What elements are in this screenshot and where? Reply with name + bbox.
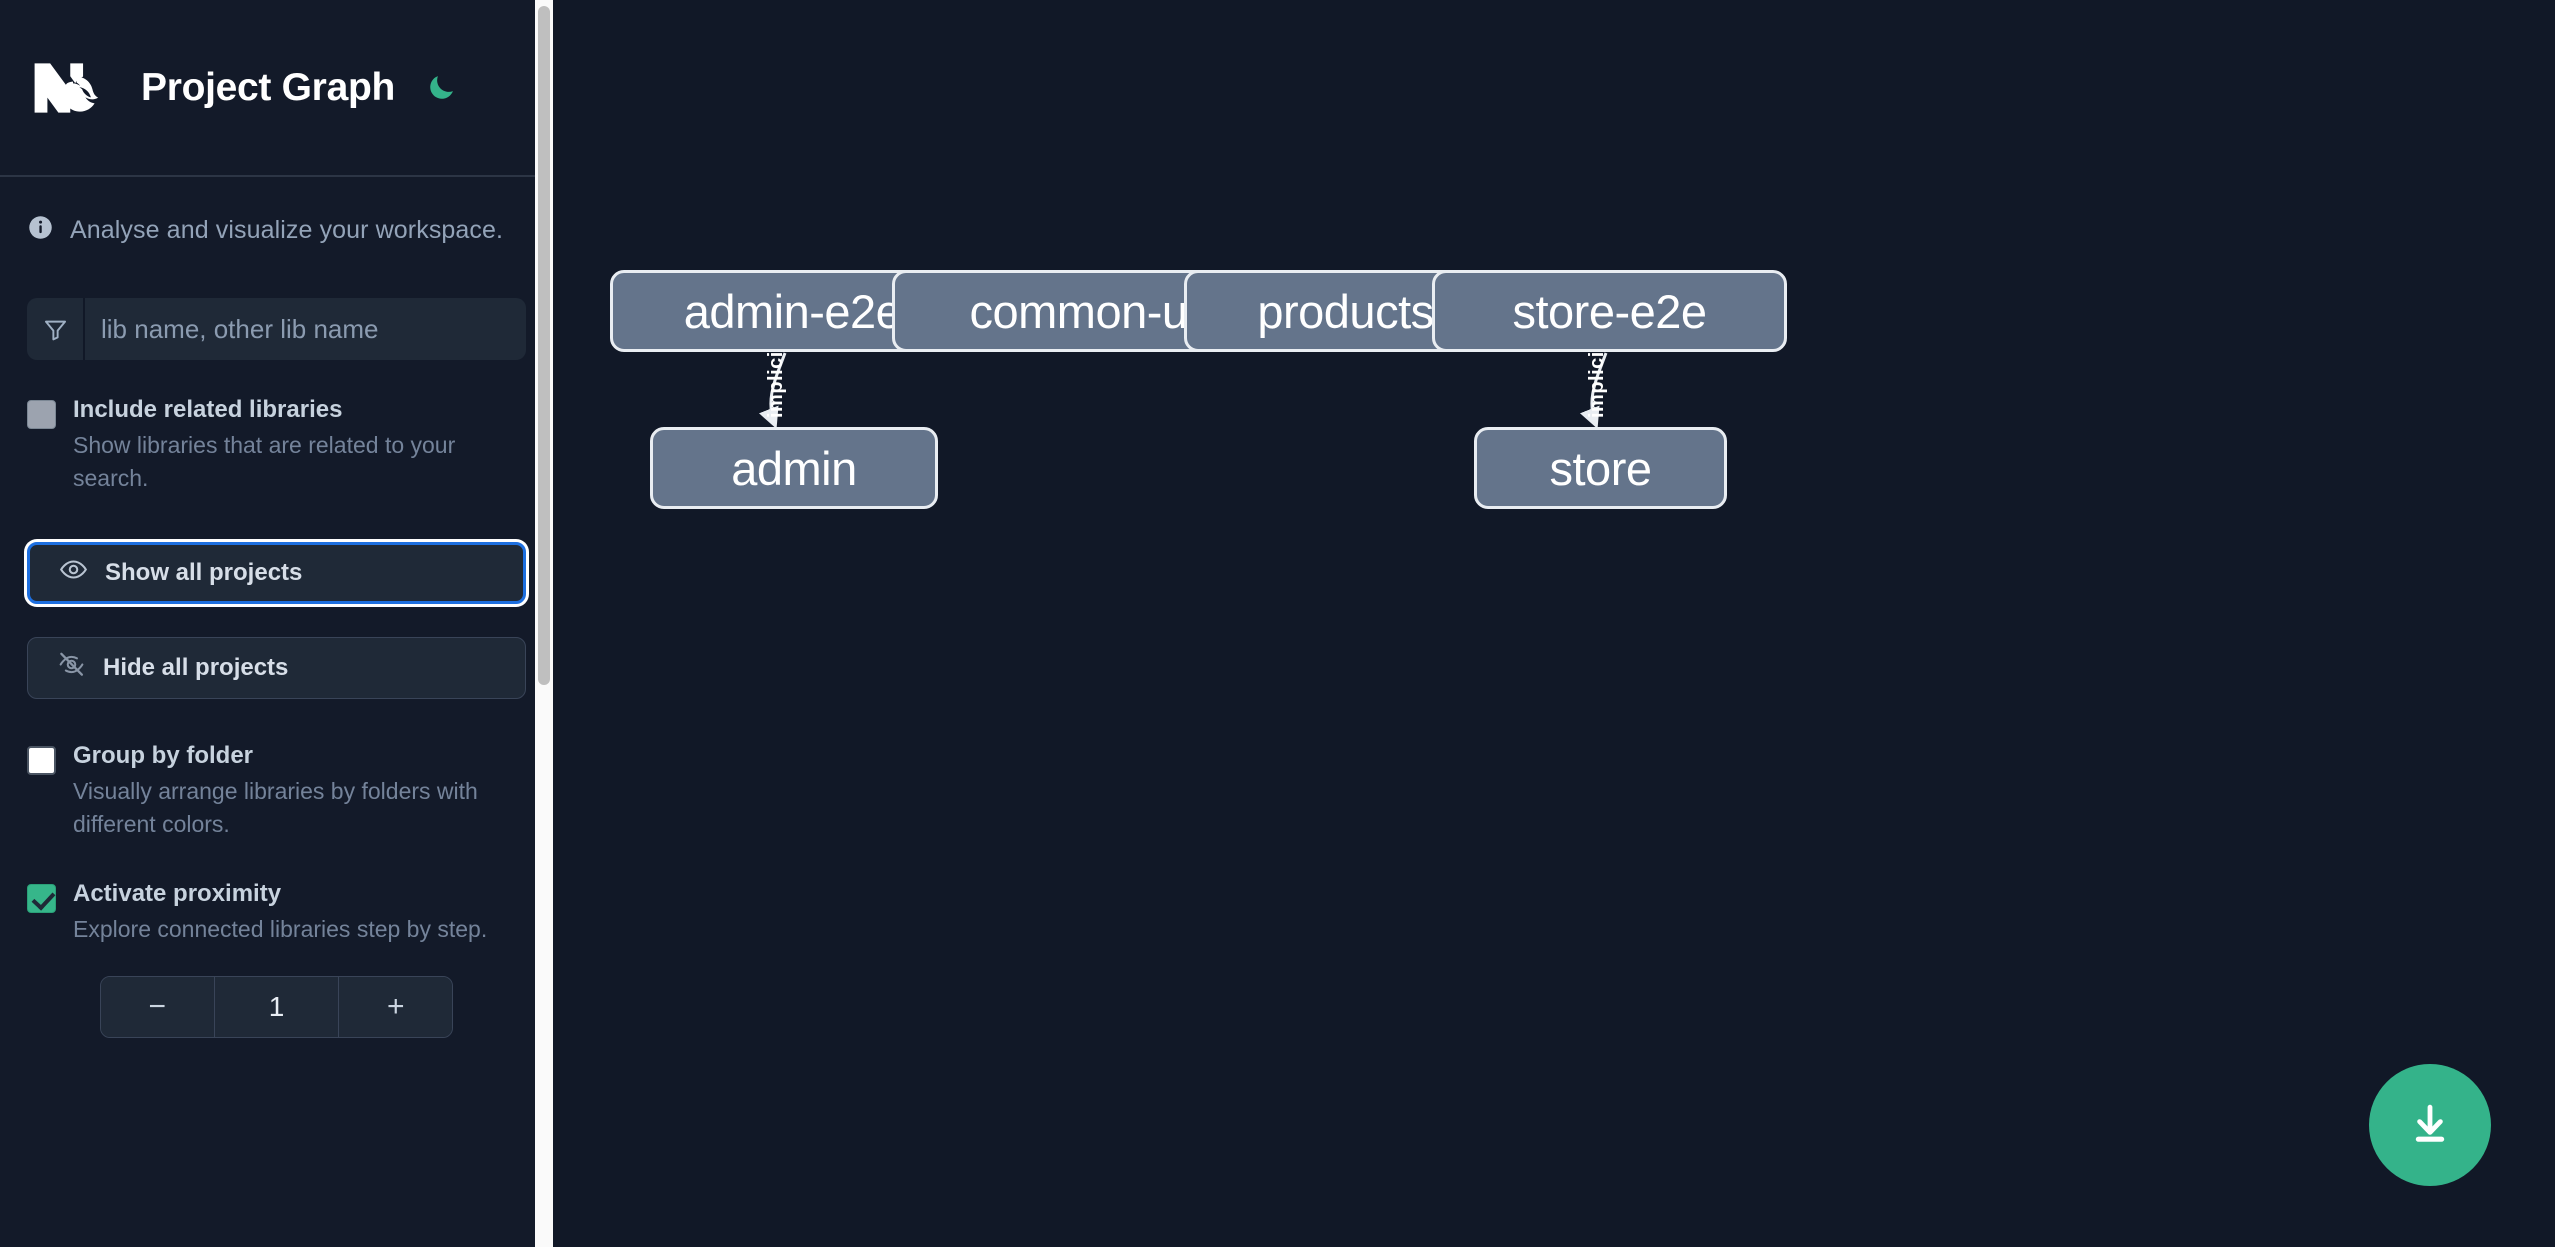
search-input[interactable]: [85, 298, 526, 360]
proximity-decrement-button[interactable]: −: [101, 977, 214, 1038]
graph-canvas[interactable]: implicit implicit admin-e2e common-ui pr…: [553, 0, 2555, 1247]
option-activate-proximity[interactable]: Activate proximity Explore connected lib…: [27, 879, 526, 946]
edge-label-store-implicit: implicit: [1586, 343, 1608, 418]
proximity-stepper: − 1 +: [100, 976, 453, 1039]
sidebar-body: Analyse and visualize your workspace. In…: [0, 177, 553, 1039]
info-icon: [27, 214, 54, 246]
funnel-icon: [27, 298, 85, 360]
option-include-related-libraries[interactable]: Include related libraries Show libraries…: [27, 395, 526, 494]
edge-label-admin-implicit: implicit: [765, 343, 787, 418]
proximity-value: 1: [213, 977, 340, 1038]
hide-all-projects-label: Hide all projects: [103, 654, 289, 682]
moon-icon[interactable]: [421, 68, 461, 108]
tagline: Analyse and visualize your workspace.: [27, 177, 526, 246]
sidebar: Project Graph Analyse and visualize your…: [0, 0, 553, 1247]
hide-all-projects-button[interactable]: Hide all projects: [27, 637, 526, 700]
graph-node-store[interactable]: store: [1474, 427, 1727, 509]
show-all-projects-label: Show all projects: [105, 559, 303, 587]
sidebar-header: Project Graph: [0, 0, 553, 177]
sidebar-scrollbar-thumb[interactable]: [538, 6, 550, 685]
option-group-by-folder[interactable]: Group by folder Visually arrange librari…: [27, 741, 526, 840]
download-graph-button[interactable]: [2369, 1064, 2491, 1186]
activate-proximity-description: Explore connected libraries step by step…: [73, 915, 488, 942]
graph-node-store-e2e[interactable]: store-e2e: [1432, 270, 1787, 352]
page-title: Project Graph: [141, 65, 395, 109]
group-by-folder-description: Visually arrange libraries by folders wi…: [73, 778, 478, 837]
group-by-folder-checkbox[interactable]: [27, 746, 56, 776]
activate-proximity-checkbox[interactable]: [27, 883, 56, 913]
include-related-libraries-label: Include related libraries: [73, 396, 343, 423]
sidebar-scrollbar[interactable]: [535, 0, 553, 1247]
proximity-increment-button[interactable]: +: [339, 977, 452, 1038]
eye-icon: [59, 555, 88, 591]
download-icon: [2406, 1100, 2454, 1151]
graph-edges: [759, 352, 1608, 429]
include-related-libraries-description: Show libraries that are related to your …: [73, 432, 456, 491]
show-all-projects-button[interactable]: Show all projects: [27, 542, 526, 605]
nx-logo-icon: [27, 56, 119, 120]
group-by-folder-label: Group by folder: [73, 742, 253, 770]
tagline-text: Analyse and visualize your workspace.: [70, 215, 504, 244]
activate-proximity-label: Activate proximity: [73, 879, 282, 907]
filter-box: [27, 298, 526, 360]
eye-off-icon: [57, 650, 86, 686]
include-related-libraries-checkbox[interactable]: [27, 400, 56, 429]
graph-node-admin[interactable]: admin: [650, 427, 938, 509]
